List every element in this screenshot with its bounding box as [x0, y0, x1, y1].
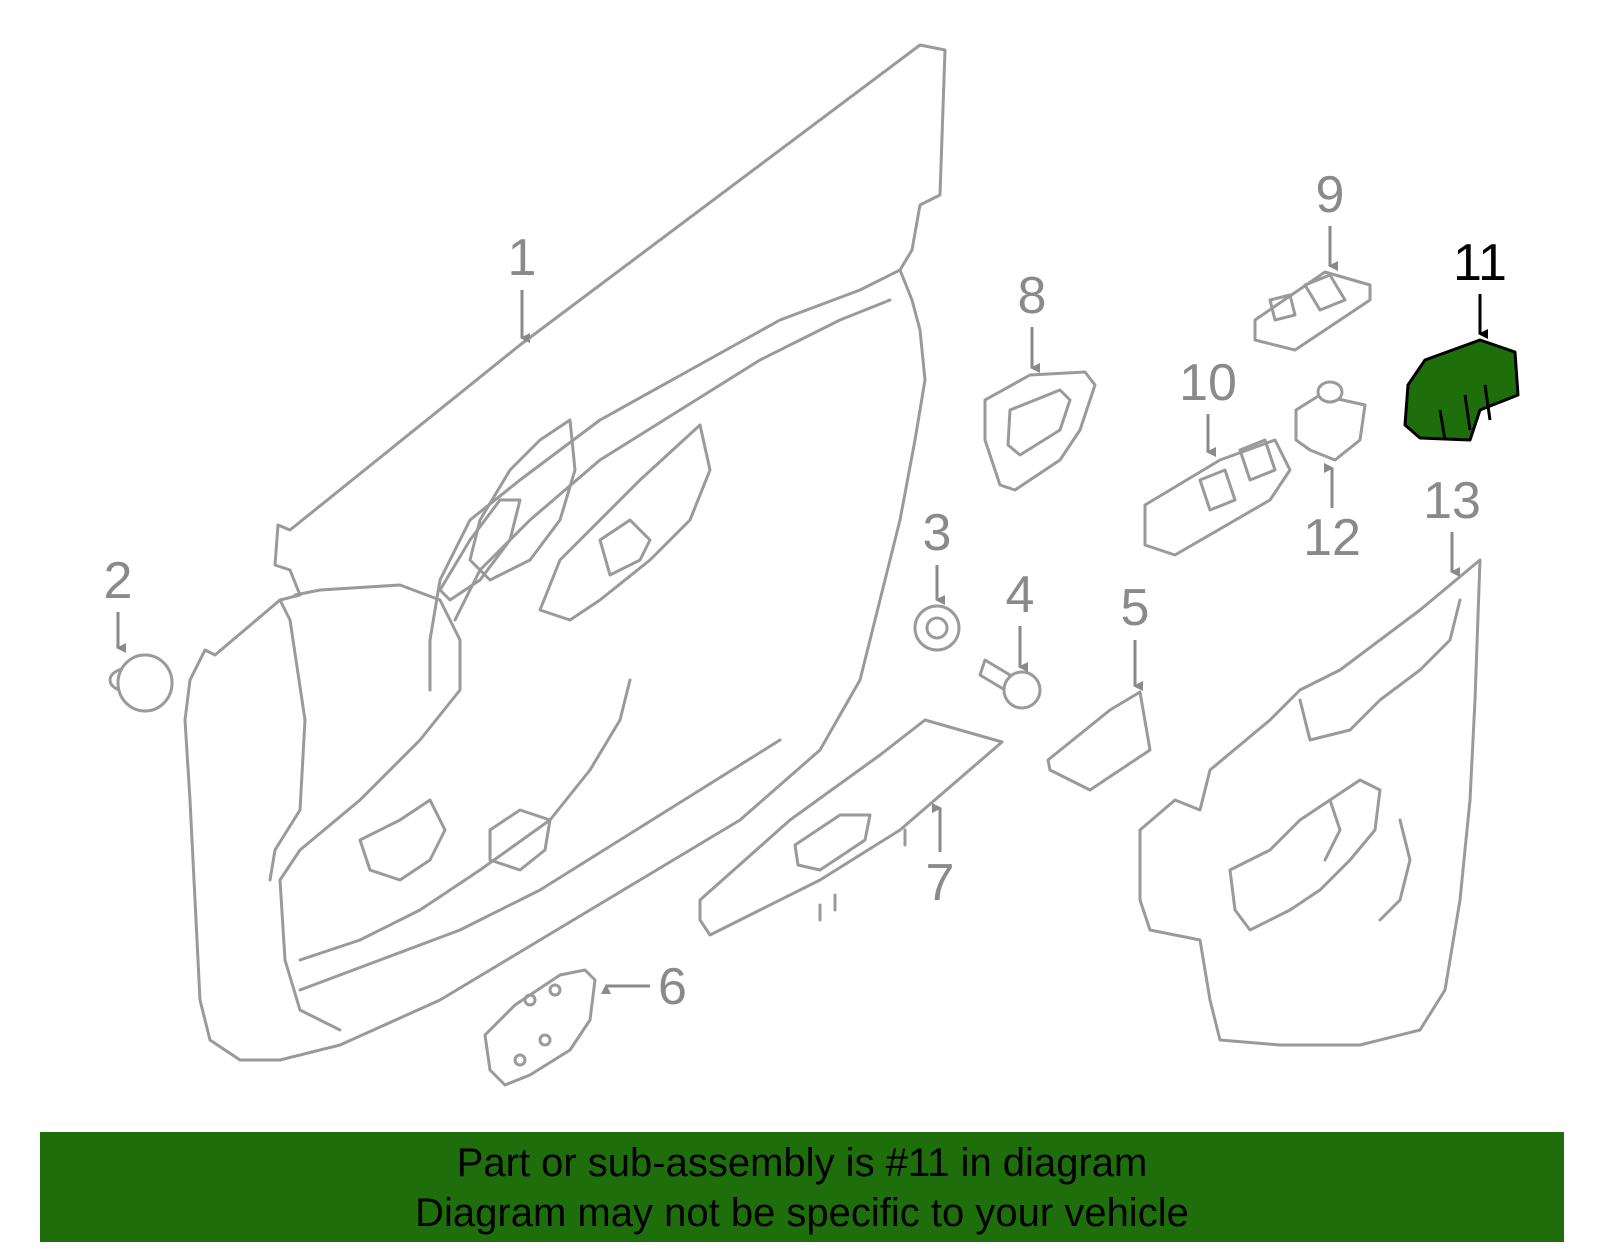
callout-label-10: 10: [1179, 354, 1237, 412]
part-8-handle-escutcheon: [983, 370, 1097, 492]
banner-line-2: Diagram may not be specific to your vehi…: [415, 1191, 1189, 1235]
banner-line-1: Part or sub-assembly is #11 in diagram: [456, 1141, 1148, 1185]
part-6-bracket: [483, 968, 597, 1087]
callout-label-12: 12: [1303, 509, 1361, 567]
info-banner: Part or sub-assembly is #11 in diagram D…: [40, 1132, 1564, 1242]
callout-label-4: 4: [1006, 566, 1035, 624]
part-3-grommet: [913, 604, 961, 652]
callout-label-8: 8: [1018, 267, 1047, 325]
part-4-screw: [978, 658, 1042, 710]
part-12-mirror-switch: [1294, 380, 1367, 462]
parts-diagram: 1 2 3 4 5 6 7 8 9 10 11 12 13: [104, 43, 1520, 1087]
callout-label-13: 13: [1423, 472, 1481, 530]
part-1-door-trim-panel: [183, 43, 947, 1062]
callout-label-2: 2: [104, 552, 133, 610]
callout-label-6: 6: [658, 958, 687, 1016]
callout-label-9: 9: [1316, 166, 1345, 224]
callouts: 1 2 3 4 5 6 7 8 9 10 11 12 13: [104, 166, 1507, 1016]
part-9-window-switch: [1253, 270, 1372, 352]
callout-label-11: 11: [1453, 234, 1507, 292]
part-2-clip: [108, 653, 174, 713]
part-7-switch-finisher: [698, 718, 1004, 937]
part-13-inner-panel: [1138, 558, 1482, 1047]
callout-label-3: 3: [923, 504, 952, 562]
callout-label-1: 1: [508, 229, 537, 287]
callout-label-7: 7: [926, 854, 955, 912]
part-10-master-switch: [1143, 438, 1292, 557]
part-5-cover: [1046, 690, 1152, 792]
part-11-highlighted-switch: [1403, 338, 1520, 442]
callout-label-5: 5: [1121, 579, 1150, 637]
